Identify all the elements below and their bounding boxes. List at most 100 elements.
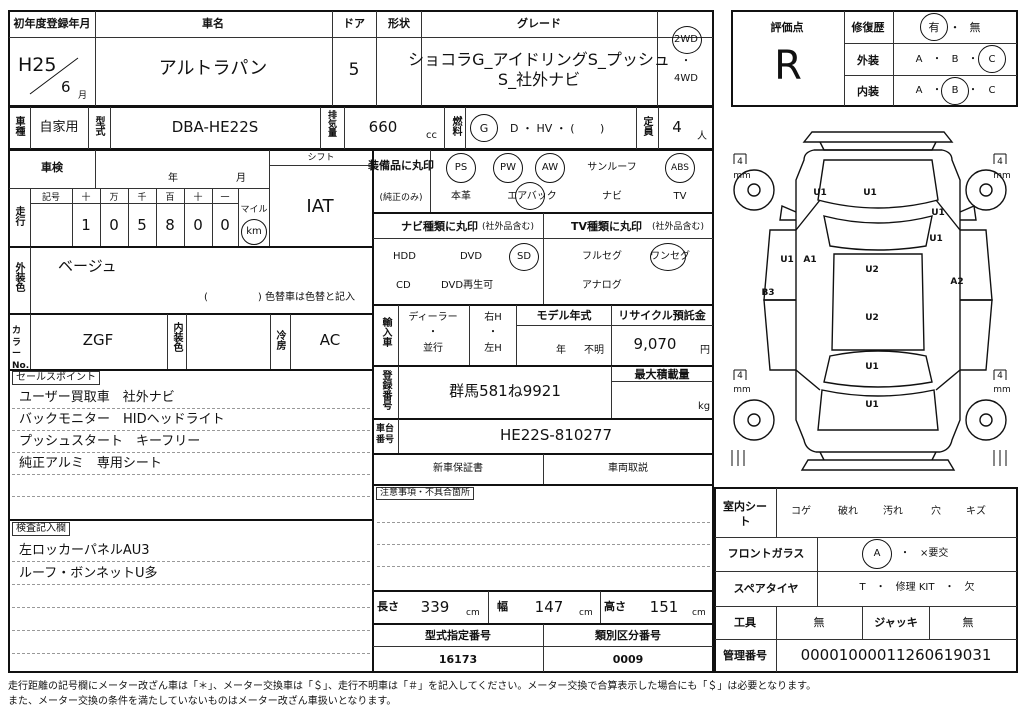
navi-sd: SD bbox=[516, 251, 532, 262]
import-dot: ・ bbox=[488, 327, 498, 338]
model-value: DBA-HE22S bbox=[171, 118, 259, 136]
left-column bbox=[8, 149, 374, 673]
grade-label: グレード bbox=[517, 17, 561, 30]
usage-label: 車種 bbox=[13, 116, 24, 136]
rule bbox=[12, 430, 370, 431]
divider bbox=[893, 11, 894, 106]
footer-note-2: また、メーター交換の条件を満たしていないものはメーター改ざん車扱いとなります。 bbox=[8, 696, 397, 707]
recycle-label: リサイクル預託金 bbox=[618, 309, 706, 322]
damage-mark: U2 bbox=[865, 313, 879, 323]
divider bbox=[373, 304, 713, 306]
spare-tire-options: T ・ 修理 KIT ・ 欠 bbox=[859, 582, 975, 593]
divider bbox=[95, 150, 96, 188]
rule bbox=[12, 452, 370, 453]
registration-value: 群馬581ね9921 bbox=[449, 382, 561, 400]
type-no-value: 16173 bbox=[438, 653, 478, 666]
drive-4wd: 4WD bbox=[674, 73, 698, 84]
car-name-label: 車名 bbox=[202, 17, 224, 30]
divider bbox=[30, 107, 31, 149]
divider bbox=[862, 607, 863, 639]
interior-label: 内装 bbox=[857, 85, 879, 98]
tread-front-right: 4 bbox=[997, 157, 1003, 167]
sd-circle bbox=[509, 243, 539, 271]
tread-rear-left: 4 bbox=[737, 371, 743, 381]
divider bbox=[344, 107, 345, 149]
divider bbox=[845, 75, 1017, 76]
rule bbox=[377, 522, 710, 523]
drive-2wd-circle bbox=[672, 26, 702, 54]
divider bbox=[31, 203, 238, 204]
divider bbox=[100, 189, 101, 247]
divider bbox=[715, 571, 1017, 572]
seat-condition: コゲ bbox=[791, 506, 811, 517]
divider bbox=[373, 484, 713, 486]
width-unit: cm bbox=[579, 608, 593, 618]
divider bbox=[9, 246, 373, 248]
divider bbox=[269, 150, 270, 247]
digit-header: 百 bbox=[165, 193, 175, 203]
divider bbox=[430, 150, 431, 212]
fuel-options: D ・ HV ・ ( ) bbox=[510, 122, 605, 135]
exterior-sep: ・ bbox=[968, 54, 978, 65]
model-label: 型式 bbox=[93, 116, 104, 136]
management-no-label: 管理番号 bbox=[723, 649, 767, 662]
import-right-hand: 右H bbox=[484, 312, 502, 323]
rule bbox=[377, 544, 710, 545]
repair-sep: ・ bbox=[949, 21, 961, 34]
divider bbox=[776, 640, 777, 672]
interior-grade-c: C bbox=[988, 85, 996, 96]
displacement-label: 排気量 bbox=[326, 110, 336, 137]
repair-yes: 有 bbox=[928, 21, 940, 34]
divider bbox=[444, 107, 445, 149]
type-no-label: 型式指定番号 bbox=[425, 629, 491, 642]
divider bbox=[30, 314, 31, 369]
equip-ps: PS bbox=[454, 162, 468, 173]
divider bbox=[611, 366, 612, 418]
shaken-label: 車検 bbox=[41, 161, 63, 174]
model-year-label: モデル年式 bbox=[536, 309, 592, 322]
shaken-month-unit: 月 bbox=[236, 173, 246, 184]
fuel-g-circle bbox=[470, 114, 498, 142]
max-load-unit: kg bbox=[698, 401, 711, 412]
tread-mm: mm bbox=[993, 171, 1011, 181]
divider bbox=[517, 325, 713, 326]
pw-circle bbox=[493, 153, 523, 183]
divider bbox=[95, 11, 96, 106]
damage-mark: U1 bbox=[813, 188, 827, 198]
equip-airbag: エアバック bbox=[507, 191, 557, 202]
mileage-digit: 5 bbox=[137, 216, 147, 234]
rule bbox=[12, 408, 370, 409]
sales-points-label: セールスポイント bbox=[12, 371, 100, 385]
interior-grade-a: A bbox=[915, 85, 923, 96]
divider bbox=[128, 189, 129, 247]
drive-2wd: 2WD bbox=[674, 34, 698, 45]
model-year-unknown: 不明 bbox=[584, 345, 604, 356]
chassis-label: 車台番号 bbox=[376, 424, 395, 445]
equip-sunroof: サンルーフ bbox=[587, 162, 637, 173]
navi-dvd-playback: DVD再生可 bbox=[441, 280, 494, 291]
divider bbox=[9, 369, 373, 371]
fuel-g: G bbox=[479, 122, 489, 135]
interior-color-label: 内装色 bbox=[171, 322, 182, 352]
oneseg-circle bbox=[650, 243, 686, 271]
aw-circle bbox=[535, 153, 565, 183]
damage-mark: A1 bbox=[803, 255, 817, 265]
divider bbox=[612, 381, 713, 382]
chassis-value: HE22S-810277 bbox=[499, 426, 613, 444]
divider bbox=[465, 107, 466, 149]
max-load-label: 最大積載量 bbox=[634, 368, 690, 381]
divider bbox=[373, 418, 713, 420]
exterior-color-note: ( ) 色替車は色替と記入 bbox=[204, 292, 355, 303]
rule bbox=[12, 630, 370, 631]
digit-header: 十 bbox=[81, 193, 91, 203]
equip-navi: ナビ bbox=[602, 191, 622, 202]
usage-value: 自家用 bbox=[39, 120, 79, 135]
divider bbox=[611, 305, 612, 365]
interior-seat-label: 室内シート bbox=[723, 500, 767, 528]
length-label: 長さ bbox=[377, 600, 399, 613]
color-no-value: ZGF bbox=[82, 331, 114, 349]
width-value: 147 bbox=[534, 598, 564, 616]
digit-header: 万 bbox=[109, 193, 119, 203]
km-circle bbox=[241, 219, 267, 245]
capacity-value: 4 bbox=[672, 118, 682, 136]
